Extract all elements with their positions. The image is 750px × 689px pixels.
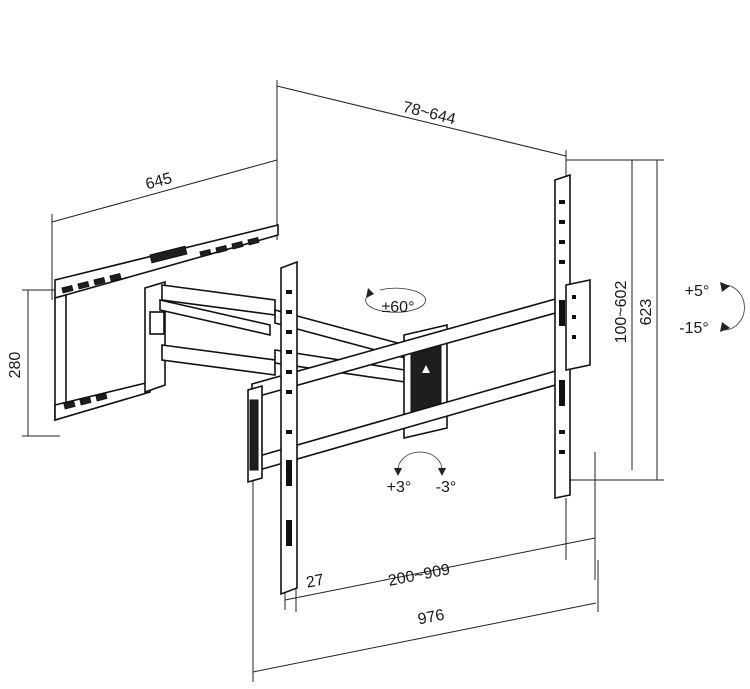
dim-wall-width: 645 <box>144 170 174 193</box>
left-tv-bracket <box>280 260 298 596</box>
tilt-down-label: -15° <box>679 320 709 337</box>
right-tv-bracket <box>554 173 591 499</box>
dim-offset: 27 <box>305 572 326 592</box>
rotate-minus-label: -3° <box>436 479 457 496</box>
swivel-arrow-icon <box>365 287 426 313</box>
dim-depth-range: 78~644 <box>401 99 457 129</box>
wall-plate <box>54 223 279 422</box>
dim-horizontal-hole-range: 200~909 <box>387 561 452 590</box>
swivel-label: ±60° <box>382 299 415 316</box>
rotate-plus-label: +3° <box>387 479 412 496</box>
tilt-up-label: +5° <box>685 283 710 300</box>
tilt-arrow-icon <box>720 282 745 332</box>
crossbars <box>247 294 567 484</box>
dim-height-total: 623 <box>638 299 655 326</box>
dim-wall-height: 280 <box>7 352 24 379</box>
wall-plate-slots <box>61 236 260 410</box>
rotate-arrow-icon <box>394 451 446 476</box>
dim-arm-width: 976 <box>416 607 446 629</box>
dim-vertical-hole-range: 100~602 <box>613 281 630 344</box>
